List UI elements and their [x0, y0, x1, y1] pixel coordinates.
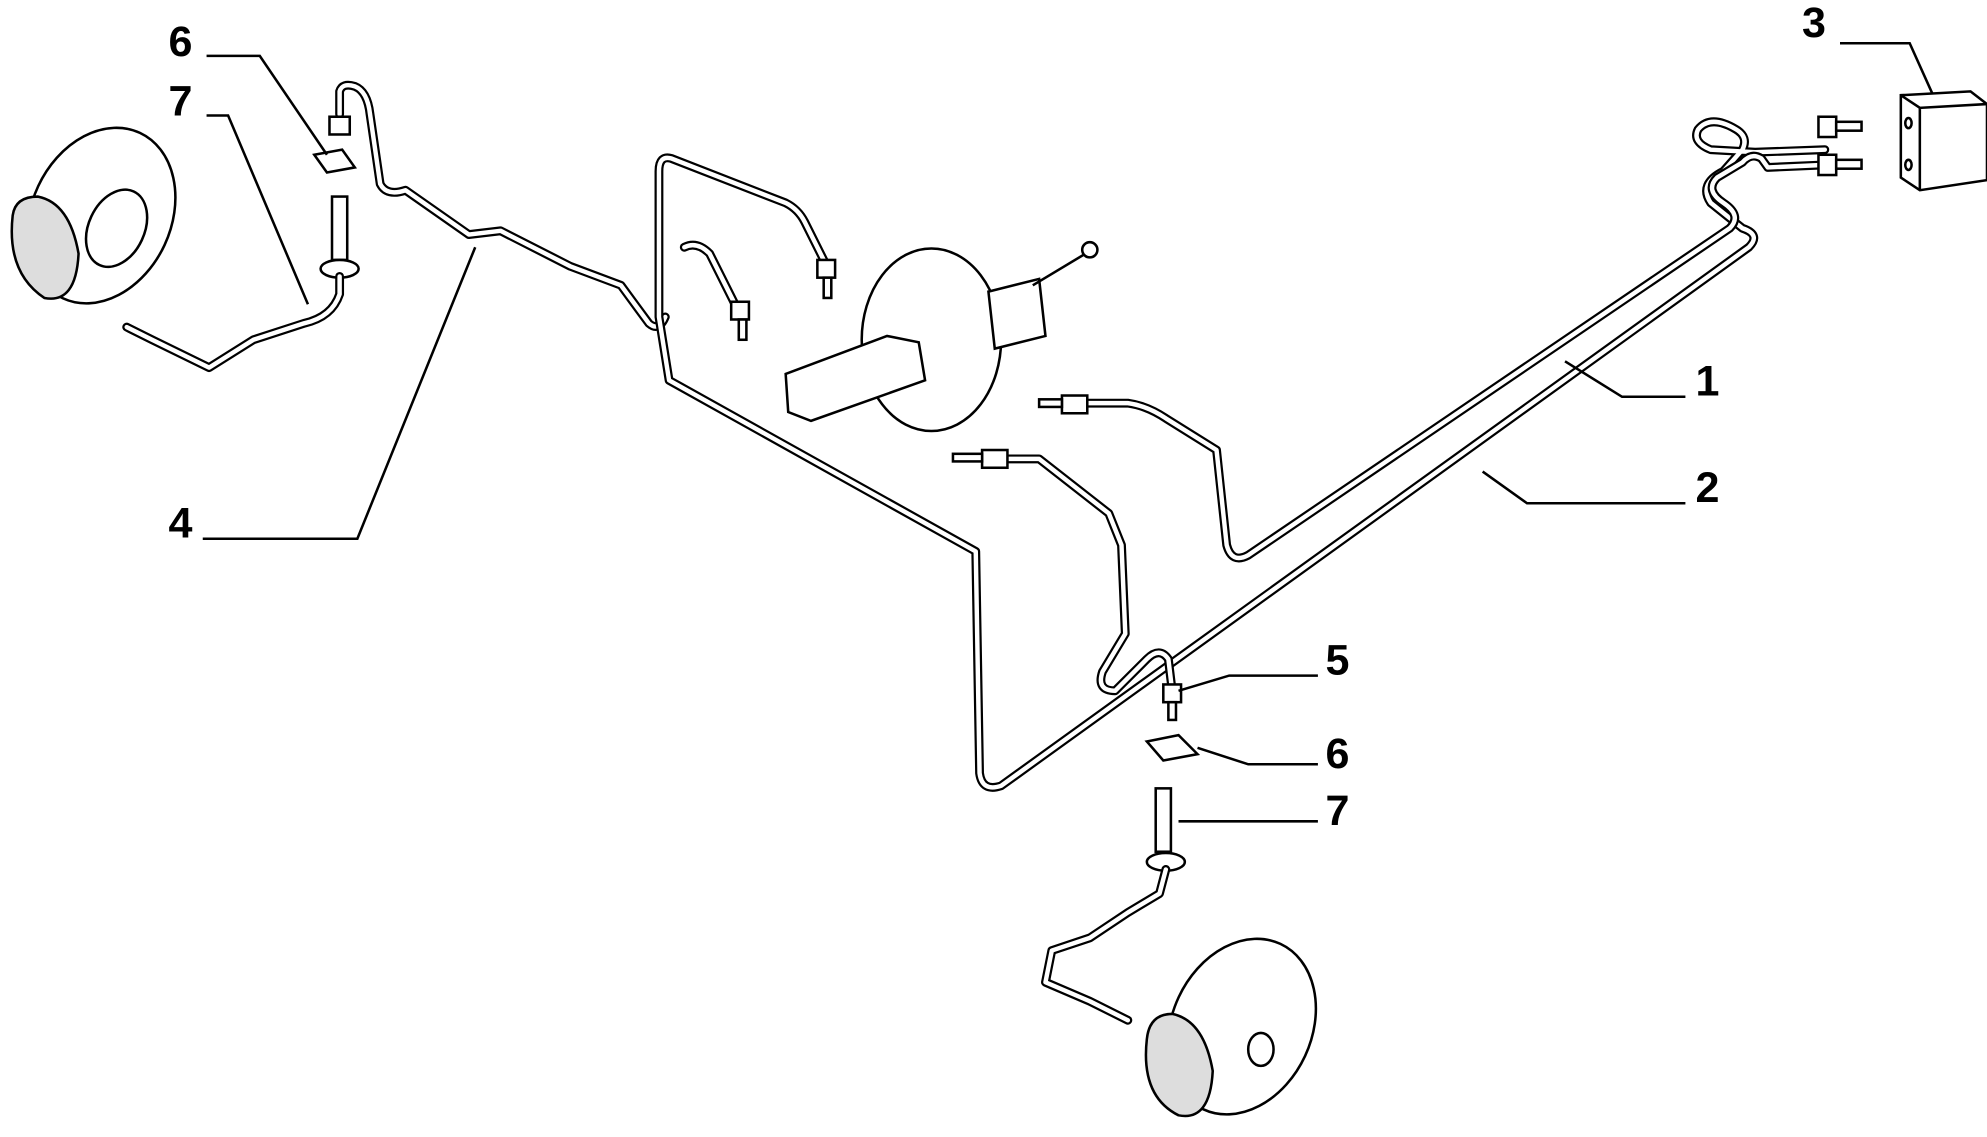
leader-line-5 — [1178, 674, 1318, 693]
leader-line-1 — [1564, 360, 1686, 399]
brake-pipe-5 — [679, 240, 1177, 696]
leader-line-6-right — [1197, 746, 1318, 766]
callout-7-left: 7 — [169, 77, 193, 125]
leader-line-4 — [202, 246, 477, 540]
brake-pipe-2 — [654, 117, 1830, 792]
brake-pipe-1 — [1079, 151, 1830, 563]
left-flex-hose — [122, 148, 360, 373]
left-clip — [312, 148, 358, 174]
right-flex-hose — [1041, 733, 1201, 1025]
callout-6-right: 6 — [1326, 730, 1350, 778]
right-brake-disc — [1144, 937, 1318, 1118]
brake-pipe-4 — [335, 80, 670, 331]
pipe-fittings — [328, 115, 1863, 722]
callout-6-left: 6 — [169, 18, 193, 66]
left-brake-disc — [10, 126, 177, 305]
brake-booster-and-master-cylinder — [784, 240, 1099, 433]
callout-2: 2 — [1696, 464, 1720, 512]
leader-lines — [202, 41, 1934, 823]
leader-line-3 — [1840, 41, 1934, 95]
callout-1: 1 — [1696, 358, 1720, 406]
junction-block — [1899, 90, 1987, 192]
leader-line-2 — [1481, 470, 1686, 505]
leader-line-6-left — [206, 54, 328, 156]
leader-line-7-left — [206, 114, 310, 305]
callout-4: 4 — [169, 499, 193, 547]
callout-3: 3 — [1802, 0, 1826, 47]
callout-7-right: 7 — [1326, 787, 1350, 835]
right-clip — [1144, 733, 1201, 762]
callout-5: 5 — [1326, 636, 1350, 684]
